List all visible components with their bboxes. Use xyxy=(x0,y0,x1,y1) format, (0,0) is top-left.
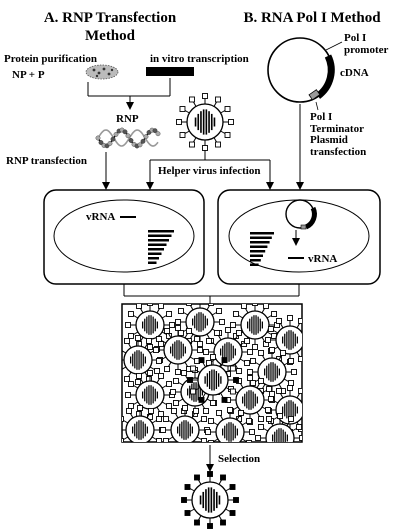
vrna-stack-left xyxy=(148,230,174,264)
protein-purification-label: Protein purification xyxy=(4,53,97,65)
helper-virus-infection-label: Helper virus infection xyxy=(158,165,260,177)
plasmid-transfection-label-2: transfection xyxy=(310,146,366,158)
virus-particle xyxy=(181,471,239,529)
virus-particle xyxy=(153,325,203,375)
virus-particle xyxy=(125,370,175,420)
virus-particle xyxy=(230,304,280,350)
np-p-label: NP + P xyxy=(12,69,45,81)
in-vitro-transcription-label: in vitro transcription xyxy=(150,53,249,65)
helper-virus xyxy=(176,93,234,151)
progeny-viruses xyxy=(122,304,302,442)
virus-particle xyxy=(175,304,225,347)
cdna-label: cDNA xyxy=(340,67,369,79)
rnp-cell xyxy=(43,189,205,285)
polI-promoter-label-1: Pol I xyxy=(344,32,366,44)
virus-particle xyxy=(205,407,255,442)
protein-cloud xyxy=(85,64,119,80)
polI-method-title: B. RNA Pol I Method xyxy=(243,10,381,26)
plasmid-top xyxy=(267,37,343,111)
polI-cell xyxy=(217,189,381,285)
vrna-right-label: vRNA xyxy=(308,253,337,265)
virus-particle xyxy=(255,413,302,442)
vrna-stack-right xyxy=(250,232,274,266)
virus-particle xyxy=(187,354,239,406)
virus-particle xyxy=(125,304,175,350)
rnp-label: RNP xyxy=(116,113,139,125)
virus-particle xyxy=(176,93,234,151)
rna-transcript-bar xyxy=(146,67,194,76)
selected-transfectant-virus xyxy=(181,471,239,529)
rnp-transfection-label: RNP transfection xyxy=(6,155,87,167)
polI-promoter-label-2: promoter xyxy=(344,44,389,56)
plasmid-transfection-label-1: Plasmid xyxy=(310,134,348,146)
vrna-left-label: vRNA xyxy=(86,211,115,223)
rnp-helix xyxy=(95,127,161,149)
rnp-method-title-line1: A. RNP Transfection xyxy=(44,10,177,26)
selection-label: Selection xyxy=(218,453,260,465)
polI-terminator-label-2: Terminator xyxy=(310,123,364,135)
rnp-method-title-line2: Method xyxy=(85,28,136,44)
polI-terminator-label-1: Pol I xyxy=(310,111,332,123)
virus-particle xyxy=(122,335,163,385)
